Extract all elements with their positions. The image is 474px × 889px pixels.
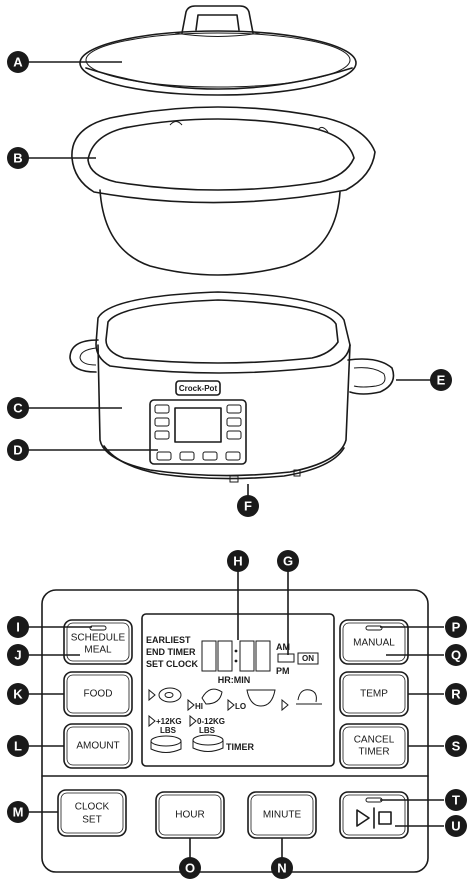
callout-n: N: [271, 857, 293, 879]
callout-c: C: [7, 397, 29, 419]
leader-lines: [27, 61, 444, 858]
svg-text:O: O: [185, 861, 195, 876]
lcd-pm: PM: [276, 666, 290, 676]
lcd-set-clock: SET CLOCK: [146, 659, 199, 669]
manual-label: MANUAL: [353, 638, 395, 649]
callout-h: H: [227, 550, 249, 572]
svg-text:I: I: [16, 620, 20, 635]
callout-i: I: [7, 616, 29, 638]
clock-set-label-1: CLOCK: [75, 802, 110, 813]
manual-button[interactable]: MANUAL: [339, 619, 409, 665]
callout-q: Q: [445, 644, 467, 666]
svg-text:N: N: [277, 861, 286, 876]
lcd-timer: TIMER: [226, 742, 254, 752]
amount-label: AMOUNT: [76, 741, 119, 752]
svg-text:C: C: [13, 401, 23, 416]
callout-g: G: [277, 550, 299, 572]
svg-text:J: J: [14, 648, 21, 663]
lcd-display: EARLIEST END TIMER SET CLOCK AM ON PM HR…: [141, 613, 335, 767]
minute-button[interactable]: MINUTE: [247, 791, 317, 839]
cancel-timer-label-1: CANCEL: [354, 735, 395, 746]
svg-text:D: D: [13, 443, 22, 458]
callout-k: K: [7, 683, 29, 705]
start-indicator-light: [365, 797, 383, 803]
svg-text:S: S: [452, 739, 461, 754]
lcd-hi: HI: [195, 702, 203, 711]
temp-label: TEMP: [360, 689, 388, 700]
hour-label: HOUR: [175, 810, 204, 821]
callout-u: U: [445, 815, 467, 837]
start-stop-button[interactable]: [339, 791, 409, 839]
svg-text:E: E: [437, 373, 446, 388]
svg-text:B: B: [13, 151, 22, 166]
lcd-lo: LO: [235, 702, 246, 711]
callout-m: M: [7, 801, 29, 823]
svg-text:H: H: [233, 554, 242, 569]
lcd-weight-2-b: LBS: [199, 726, 216, 735]
temp-button[interactable]: TEMP: [339, 671, 409, 717]
callout-p: P: [445, 616, 467, 638]
lid: [79, 5, 357, 96]
lcd-hr-min: HR:MIN: [218, 675, 251, 685]
brand-logo: Crock-Pot: [179, 384, 218, 393]
callout-t: T: [445, 789, 467, 811]
svg-text:Q: Q: [451, 648, 461, 663]
svg-text:A: A: [13, 55, 23, 70]
svg-text:F: F: [244, 499, 252, 514]
hour-button[interactable]: HOUR: [155, 791, 225, 839]
stoneware-bowl: [71, 106, 376, 276]
minute-label: MINUTE: [263, 810, 302, 821]
callout-l: L: [7, 735, 29, 757]
callout-e: E: [430, 369, 452, 391]
svg-text:M: M: [13, 805, 24, 820]
callout-f: F: [237, 495, 259, 517]
food-label: FOOD: [84, 689, 113, 700]
lcd-end-timer: END TIMER: [146, 647, 196, 657]
svg-text:R: R: [451, 687, 461, 702]
schedule-indicator-light: [89, 625, 107, 631]
schedule-meal-label-2: MEAL: [84, 645, 112, 656]
callout-j: J: [7, 644, 29, 666]
cancel-timer-button[interactable]: CANCEL TIMER: [339, 723, 409, 769]
manual-indicator-light: [365, 625, 383, 631]
lcd-earliest: EARLIEST: [146, 635, 191, 645]
svg-text:K: K: [13, 687, 23, 702]
svg-text:T: T: [452, 793, 460, 808]
heating-base: Crock-Pot: [69, 291, 395, 483]
lcd-weight-1-b: LBS: [160, 726, 177, 735]
callout-s: S: [445, 735, 467, 757]
cancel-timer-label-2: TIMER: [358, 747, 389, 758]
svg-text:U: U: [451, 819, 460, 834]
lcd-weight-2-a: 0-12KG: [197, 717, 225, 726]
callout-a: A: [7, 51, 29, 73]
food-button[interactable]: FOOD: [63, 671, 133, 717]
lcd-on: ON: [302, 654, 314, 663]
stop-icon: [378, 811, 392, 825]
play-icon: [356, 809, 370, 827]
callout-d: D: [7, 439, 29, 461]
callout-o: O: [179, 857, 201, 879]
svg-text:L: L: [14, 739, 22, 754]
control-panel: EARLIEST END TIMER SET CLOCK AM ON PM HR…: [41, 589, 429, 873]
svg-text:P: P: [452, 620, 461, 635]
schedule-meal-button[interactable]: SCHEDULE MEAL: [63, 619, 133, 665]
lcd-weight-1-a: +12KG: [156, 717, 182, 726]
clock-set-label-2: SET: [82, 815, 101, 826]
callout-r: R: [445, 683, 467, 705]
svg-text:G: G: [283, 554, 293, 569]
lcd-am: AM: [276, 642, 290, 652]
amount-button[interactable]: AMOUNT: [63, 723, 133, 769]
schedule-meal-label-1: SCHEDULE: [71, 633, 126, 644]
clock-set-button[interactable]: CLOCK SET: [57, 789, 127, 837]
callout-b: B: [7, 147, 29, 169]
